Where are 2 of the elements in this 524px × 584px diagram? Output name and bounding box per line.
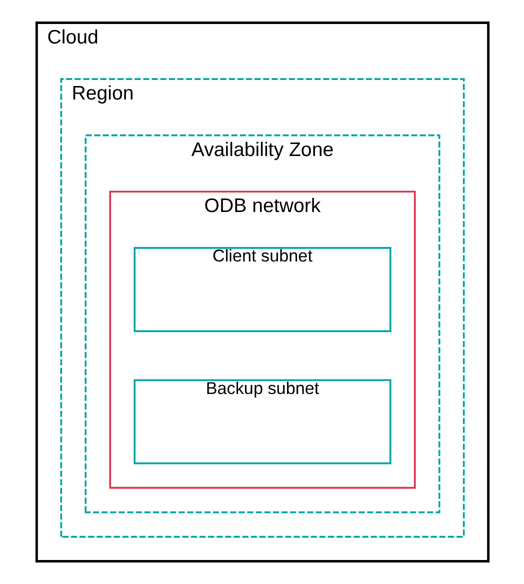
node-box: Client subnet [133, 247, 391, 332]
node-box: Backup subnet [133, 379, 391, 464]
